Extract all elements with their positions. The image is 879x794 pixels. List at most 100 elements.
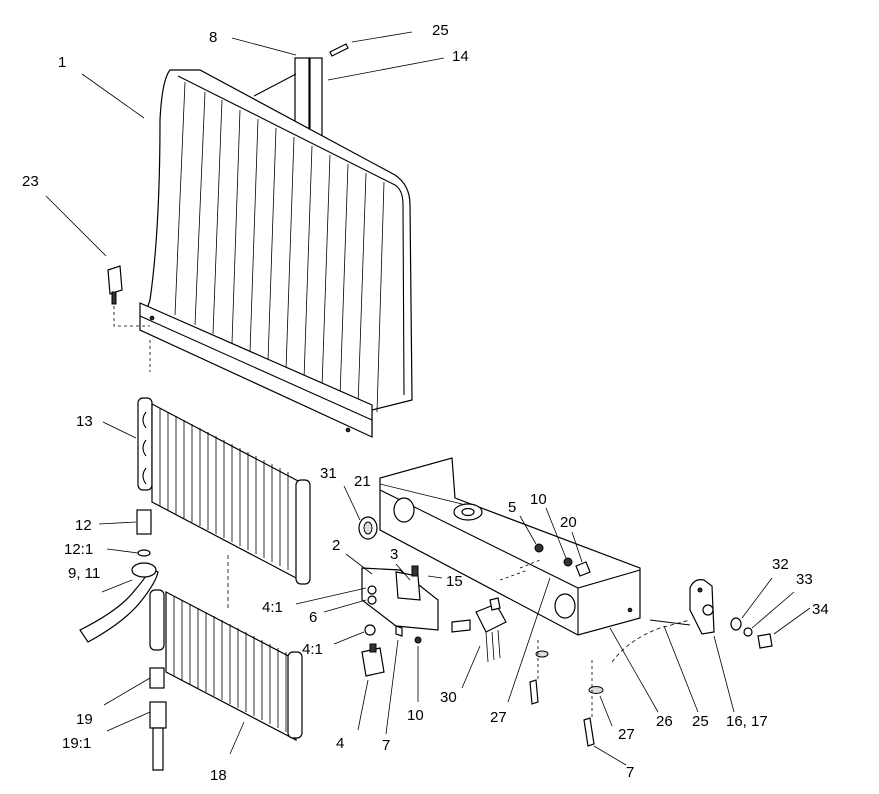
shroud-pleats: [174, 81, 385, 413]
leader-5: [519, 515, 537, 545]
callout-8: 8: [209, 29, 217, 46]
callout-34: 34: [812, 601, 829, 618]
callout-9-11: 9, 11: [68, 565, 100, 582]
lower-bolts: [529, 640, 604, 747]
leader-27b: [599, 695, 613, 727]
bracket-hole-right: [554, 593, 576, 619]
plug-31-center: [363, 521, 373, 535]
cooler-13-right-tank: [295, 479, 311, 585]
oil-cooler-13: [137, 397, 311, 585]
leader-25a: [351, 31, 413, 43]
bracket-2-plate: [361, 567, 439, 631]
leader-34: [773, 607, 811, 635]
plug-31: [358, 516, 378, 540]
callout-18: 18: [210, 767, 227, 784]
callout-32: 32: [772, 556, 789, 573]
hinge-plate: [689, 579, 715, 635]
clip-20: [575, 561, 591, 577]
back-frame-edge: [253, 73, 297, 97]
callout-5: 5: [508, 499, 516, 516]
leader-15: [427, 575, 443, 579]
oring-12-1: [137, 549, 151, 557]
cooler-13-core: [151, 403, 301, 581]
bolt-25-top-body: [329, 43, 349, 57]
switch-bracket-2: [361, 565, 439, 644]
cooler-18-left-tank: [149, 589, 165, 651]
latch-23: [107, 265, 150, 327]
oil-cooler-18: [149, 589, 303, 741]
callout-4-1-b: 4:1: [302, 641, 323, 658]
leader-3: [395, 563, 411, 581]
washer-32: [730, 617, 742, 631]
leader-27a: [507, 577, 551, 703]
latch-body: [107, 265, 123, 295]
latch-centerline: [113, 306, 150, 327]
nut-10-top: [563, 557, 573, 567]
callout-16-17: 16, 17: [726, 713, 768, 730]
leader-12: [98, 521, 137, 525]
callout-15: 15: [446, 573, 463, 590]
hose-nut: [131, 562, 157, 578]
screen-shroud: [139, 57, 413, 438]
cooler-18-core: [165, 591, 297, 741]
leader-7b: [593, 745, 627, 766]
washer-4-1b: [364, 624, 376, 636]
callout-10-bottom: 10: [407, 707, 424, 724]
hinge-bracket-16: [611, 579, 773, 663]
leader-4: [357, 679, 369, 731]
hinge-hole: [702, 604, 714, 616]
switch-3-stem: [411, 565, 419, 577]
leader-1: [81, 73, 145, 119]
cooler-13-bends: [142, 411, 147, 485]
callout-14: 14: [452, 48, 469, 65]
hardware-centerlines: [499, 559, 541, 581]
leader-2: [345, 553, 373, 575]
leader-21: [379, 483, 463, 505]
leader-12-1: [106, 548, 139, 554]
hardware-top: [499, 543, 591, 581]
leader-4-1b: [333, 631, 365, 645]
callout-19-1: 19:1: [62, 735, 91, 752]
switch-3: [395, 571, 421, 601]
callout-19: 19: [76, 711, 93, 728]
bolt-7-b: [583, 717, 595, 747]
washer-6: [367, 595, 377, 605]
callout-27-a: 27: [490, 709, 507, 726]
callout-4-1-a: 4:1: [262, 599, 283, 616]
callout-13: 13: [76, 413, 93, 430]
callout-25-top: 25: [432, 22, 449, 39]
bolt-15: [451, 619, 471, 633]
callout-30: 30: [440, 689, 457, 706]
grommet-21: [453, 503, 483, 521]
callout-10-top: 10: [530, 491, 547, 508]
relay-30-wires: [485, 629, 501, 663]
callout-3: 3: [390, 546, 398, 563]
leader-4-1a: [295, 587, 367, 605]
bracket-bolt-hole: [627, 607, 633, 613]
leader-10a: [545, 507, 567, 559]
leader-19-1: [106, 711, 151, 732]
callout-1: 1: [58, 54, 66, 71]
switch-4-stem: [369, 643, 377, 653]
bolt-7-a: [529, 679, 539, 705]
hose-9-11: [79, 562, 159, 643]
washer-27-b: [588, 686, 604, 694]
leader-6: [323, 599, 367, 613]
callout-27-b: 27: [618, 726, 635, 743]
callout-6: 6: [309, 609, 317, 626]
mount-bracket-26: [379, 457, 641, 636]
washer-4-1a: [367, 585, 377, 595]
callout-23: 23: [22, 173, 39, 190]
cooler-13-fins: [159, 408, 289, 570]
callout-25-bottom: 25: [692, 713, 709, 730]
callouts: 1 8 25 14 23 13 12 12:1 9, 11 19 19:1 18…: [22, 22, 829, 784]
callout-2: 2: [332, 537, 340, 554]
leader-26: [609, 627, 659, 713]
leader-31: [343, 485, 361, 521]
leader-33: [751, 591, 795, 629]
hinge-link: [649, 619, 691, 626]
fitting-12-body: [136, 509, 152, 535]
leader-14: [327, 57, 445, 81]
